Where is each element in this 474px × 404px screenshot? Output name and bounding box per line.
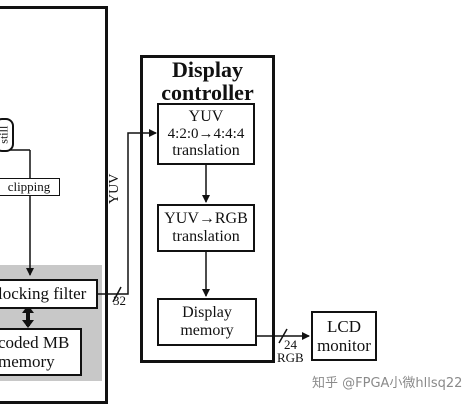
- yuv-line2: 4:2:0→4:4:4: [167, 125, 245, 142]
- decoded-mb-line1: coded MB: [0, 332, 70, 352]
- clipping-box: clipping: [0, 178, 60, 196]
- still-label: still: [0, 125, 11, 145]
- deblocking-filter-box: locking filter: [0, 279, 98, 309]
- display-memory-line2: memory: [180, 322, 234, 339]
- title-line1: Display: [172, 57, 243, 82]
- lcd-monitor-box: LCD monitor: [311, 311, 377, 361]
- lcd-line2: monitor: [317, 336, 371, 355]
- yuv-line3: translation: [172, 142, 240, 160]
- display-memory-box: Display memory: [157, 298, 257, 346]
- title-line2: controller: [161, 80, 254, 106]
- yuv-bus-label: YUV: [107, 173, 122, 204]
- bus-slash-32: [112, 286, 122, 303]
- clipping-label: clipping: [7, 178, 51, 194]
- bus-width-24-label: 24: [284, 337, 297, 352]
- display-controller-title: Display controller: [143, 58, 272, 104]
- display-memory-line1: Display: [182, 304, 232, 322]
- rgb-bus-label: RGB: [277, 350, 304, 365]
- yuv-rgb-line1: YUV→RGB: [164, 210, 248, 228]
- deblocking-filter-label: locking filter: [0, 284, 87, 304]
- yuv-line1: YUV: [188, 107, 224, 125]
- bus-slash-24: [278, 328, 288, 344]
- decoded-mb-line2: memory: [0, 352, 55, 371]
- yuv-420-444-box: YUV 4:2:0→4:4:4 translation: [157, 103, 255, 165]
- deblock-to-yuv-bus: [98, 129, 157, 295]
- still-node: still: [0, 118, 14, 152]
- bus-width-32-label: 32: [113, 293, 126, 308]
- yuv-rgb-line2: translation: [172, 228, 240, 245]
- lcd-line1: LCD: [327, 316, 361, 336]
- decoded-mb-memory-box: coded MB memory: [0, 328, 82, 376]
- yuv-rgb-box: YUV→RGB translation: [157, 204, 255, 252]
- display-controller-frame: [140, 55, 275, 363]
- watermark-text: 知乎 @FPGA小微hllsq22: [312, 376, 463, 391]
